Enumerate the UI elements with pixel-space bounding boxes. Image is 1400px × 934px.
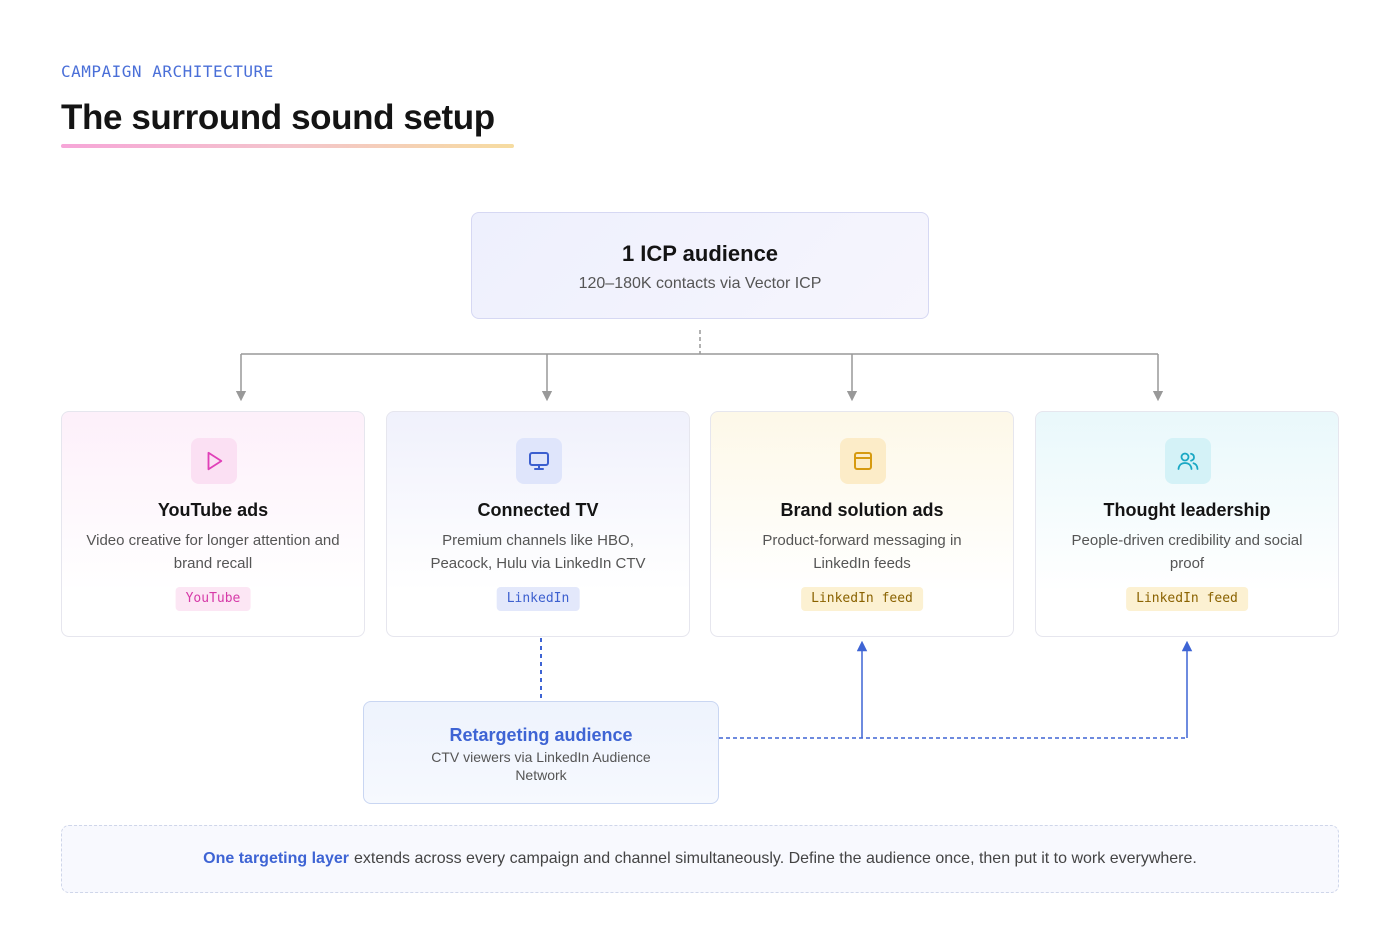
channel-description: People-driven credibility and social pro…	[1071, 532, 1303, 572]
monitor-icon	[516, 438, 562, 484]
retargeting-audience-box: Retargeting audience CTV viewers via Lin…	[363, 701, 719, 804]
platform-badge: YouTube	[175, 587, 251, 611]
channel-description: Product-forward messaging in LinkedIn fe…	[762, 532, 962, 572]
platform-badge: LinkedIn	[496, 587, 580, 611]
channel-title: Thought leadership	[1103, 500, 1271, 520]
footer-text: extends across every campaign and channe…	[353, 850, 1197, 867]
platform-badge: LinkedIn feed	[801, 587, 923, 611]
channel-card-brand-solution: Brand solution ads Product-forward messa…	[710, 411, 1014, 637]
channel-card-thought-leadership: Thought leadership People-driven credibi…	[1035, 411, 1339, 637]
channel-title: YouTube ads	[157, 500, 269, 520]
window-icon	[840, 438, 886, 484]
channel-description: Video creative for longer attention and …	[86, 532, 340, 572]
title-underline	[61, 144, 514, 148]
section-eyebrow: CAMPAIGN ARCHITECTURE	[61, 62, 274, 81]
icp-audience-title: 1 ICP audience	[621, 241, 779, 266]
retargeting-title: Retargeting audience	[449, 725, 633, 745]
retargeting-subtitle: CTV viewers via LinkedIn Audience Networ…	[431, 749, 651, 783]
channel-title: Connected TV	[477, 500, 599, 520]
footer-callout: One targeting layer extends across every…	[61, 825, 1339, 893]
channel-title: Brand solution ads	[780, 500, 944, 520]
channel-description: Premium channels like HBO, Peacock, Hulu…	[430, 532, 646, 572]
icp-audience-box: 1 ICP audience 120–180K contacts via Vec…	[471, 212, 929, 319]
footer-highlight: One targeting layer	[203, 850, 349, 867]
platform-badge: LinkedIn feed	[1126, 587, 1248, 611]
channel-card-connected-tv: Connected TV Premium channels like HBO, …	[386, 411, 690, 637]
channel-card-youtube: YouTube ads Video creative for longer at…	[61, 411, 365, 637]
users-icon	[1165, 438, 1211, 484]
icp-audience-subtitle: 120–180K contacts via Vector ICP	[578, 275, 822, 292]
page-title: The surround sound setup	[61, 98, 495, 137]
play-icon	[191, 438, 237, 484]
